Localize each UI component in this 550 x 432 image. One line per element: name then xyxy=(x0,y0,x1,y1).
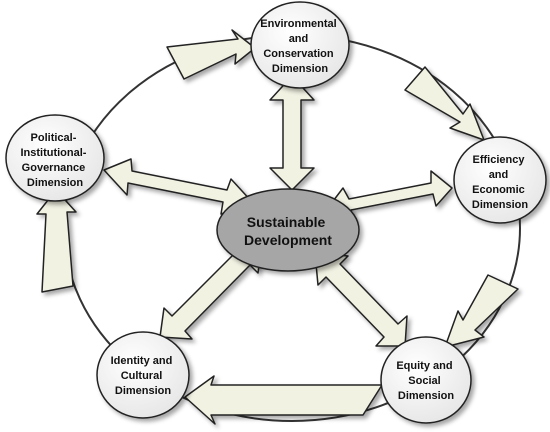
cycle-arrow-efficiency-to-equity xyxy=(444,274,519,348)
spoke-arrow-environmental xyxy=(269,75,315,191)
cycle-arrow-identity-to-political xyxy=(36,189,77,293)
cycle-arrow-equity-to-identity xyxy=(184,375,383,425)
node-equity-label: Equity and Social Dimension xyxy=(396,360,455,402)
cycle-arrow-environmental-to-efficiency xyxy=(404,66,485,141)
node-environmental: Environmental and Conservation Dimension xyxy=(250,1,350,89)
node-identity: Identity and Cultural Dimension xyxy=(96,331,190,419)
node-political-label: Political- Institutional- Governance Dim… xyxy=(20,132,89,189)
node-equity: Equity and Social Dimension xyxy=(380,336,472,424)
center-hub xyxy=(216,188,360,272)
cycle-arrow-political-to-environmental xyxy=(166,29,256,80)
node-political: Political- Institutional- Governance Dim… xyxy=(5,114,105,202)
node-environmental-label: Environmental and Conservation Dimension xyxy=(260,18,339,75)
spoke-arrow-equity xyxy=(314,252,408,347)
node-efficiency: Efficiency and Economic Dimension xyxy=(453,136,547,224)
node-efficiency-label: Efficiency and Economic Dimension xyxy=(472,154,529,211)
center-hub-label: Sustainable Development xyxy=(244,214,332,248)
node-identity-label: Identity and Cultural Dimension xyxy=(111,355,176,397)
cycle-arrows xyxy=(36,29,519,425)
